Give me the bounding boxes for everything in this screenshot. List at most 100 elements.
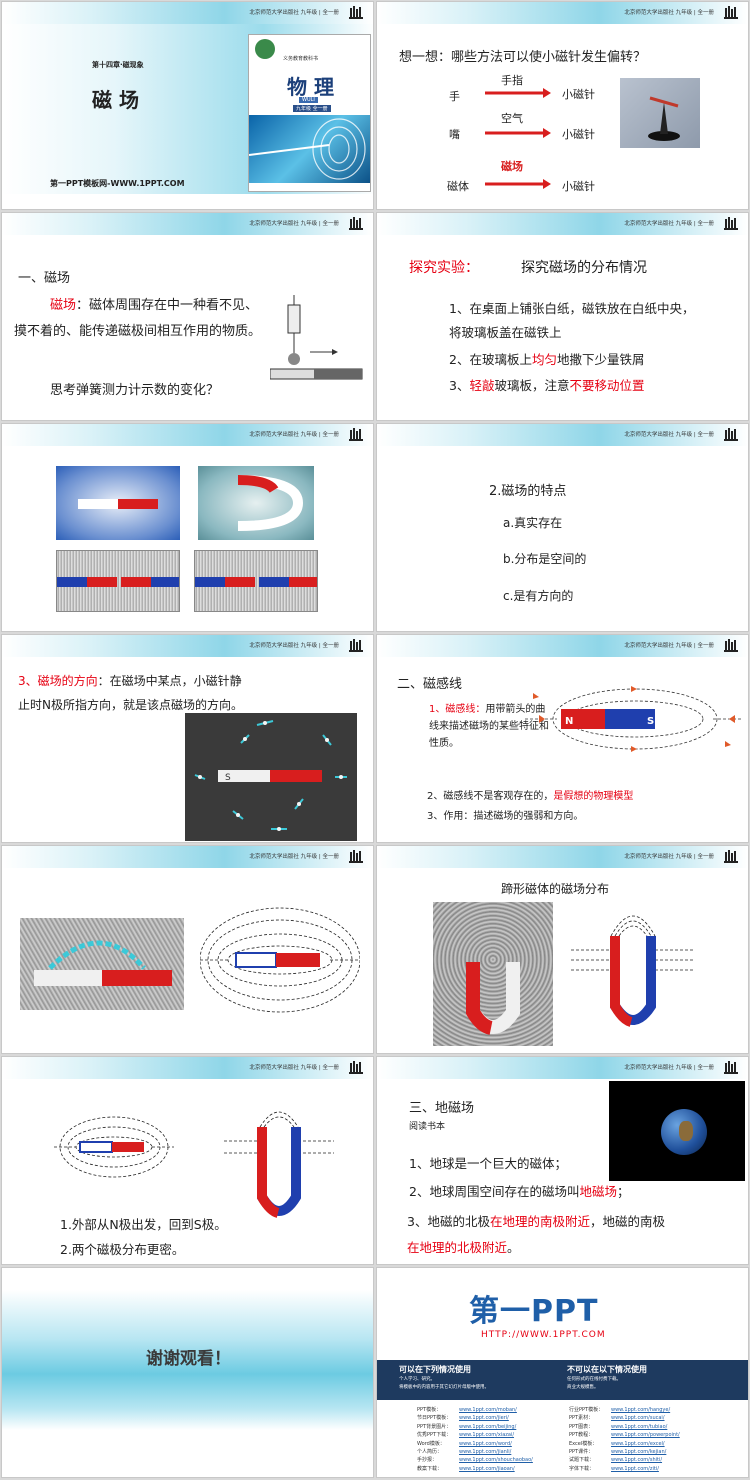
link-url[interactable]: www.1ppt.com/tubiao/: [611, 1423, 668, 1430]
publisher-logo-icon: [724, 639, 738, 652]
experiment-topic: 探究磁场的分布情况: [521, 260, 647, 276]
slide-2-think[interactable]: 北京师范大学出版社 九年级 | 全一册 想一想：哪些方法可以使小磁针发生偏转？ …: [376, 1, 749, 210]
step-3-emphasis-1: 轻敲: [469, 378, 495, 393]
summary-point-1: 1.外部从N极出发，回到S极。: [60, 1217, 227, 1232]
usage-band: 可以在下列情况使用 个人学习、研究。 将模板中的内容用于其它幻灯片母版中使用。 …: [377, 1360, 748, 1400]
link-row: PPT教程： www.1ppt.com/powerpoint/: [569, 1431, 680, 1439]
slide-6-characteristics[interactable]: 北京师范大学出版社 九年级 | 全一册 2.磁场的特点 a.真实存在 b.分布是…: [376, 423, 749, 632]
slide-1-title[interactable]: 北京师范大学出版社 九年级 | 全一册 第十四章·磁现象 磁 场 第一PPT模板…: [1, 1, 374, 210]
book-name: 物 理: [287, 75, 334, 99]
definition-paragraph: 磁场：磁体周围存在中一种看不见、摸不着的、能传递磁极间相互作用的物质。: [14, 293, 269, 345]
site-footer: 第一PPT模板网-WWW.1PPT.COM: [50, 179, 185, 188]
link-url[interactable]: www.1ppt.com/shouchaobao/: [459, 1457, 533, 1464]
link-url[interactable]: www.1ppt.com/word/: [459, 1440, 512, 1447]
textbook-cover-image: 义务教育教科书 物 理 WULI 九年级 全一册: [248, 34, 371, 192]
link-label: 手抄报：: [417, 1457, 438, 1464]
link-url[interactable]: www.1ppt.com/kejian/: [611, 1449, 667, 1456]
link-row: 手抄报： www.1ppt.com/shouchaobao/: [417, 1456, 533, 1464]
geomagnetic-point-1: 1、地球是一个巨大的磁体；: [409, 1156, 567, 1171]
slide-header: 北京师范大学出版社 九年级 | 全一册: [377, 424, 748, 446]
slide-4-experiment[interactable]: 北京师范大学出版社 九年级 | 全一册 探究实验： 探究磁场的分布情况 1、在桌…: [376, 212, 749, 421]
horseshoe-field-lines-diagram: [224, 1111, 334, 1218]
link-url[interactable]: www.1ppt.com/excel/: [611, 1440, 665, 1447]
publisher-logo-icon: [349, 850, 363, 863]
link-row: PPT素材：www.1ppt.com/sucai/: [569, 1414, 680, 1422]
step-3-part-c: 玻璃板，注意: [494, 378, 570, 393]
link-url[interactable]: www.1ppt.com/moban/: [459, 1407, 517, 1413]
slide-header: 北京师范大学出版社 九年级 | 全一册: [377, 635, 748, 657]
link-url[interactable]: www.1ppt.com/beijing/: [459, 1423, 517, 1430]
row-1-arrow-text: 手指: [501, 74, 523, 87]
slide-9-bar-magnet-field[interactable]: 北京师范大学出版社 九年级 | 全一册: [1, 845, 374, 1054]
magnet-n-label: N: [565, 716, 573, 727]
step-3: 3、轻敲玻璃板，注意不要移动位置: [449, 375, 645, 394]
point-2-part-c: ；: [616, 1184, 630, 1199]
publisher-text: 北京师范大学出版社 九年级 | 全一册: [624, 432, 714, 438]
cannot-use-title: 不可以在以下情况使用: [567, 1365, 647, 1374]
link-url[interactable]: www.1ppt.com/jieri/: [459, 1415, 509, 1422]
point-c: c.是有方向的: [503, 589, 574, 603]
publisher-text: 北京师范大学出版社 九年级 | 全一册: [624, 643, 714, 649]
book-pinyin: WULI: [299, 97, 318, 103]
site-url[interactable]: HTTP://WWW.1PPT.COM: [481, 1330, 606, 1340]
link-label: 字体下载：: [569, 1465, 595, 1472]
field-lines-point-2: 2、磁感线不是客观存在的，是假想的物理模型: [427, 787, 633, 802]
bar-magnet-field-lines-diagram: [54, 1116, 174, 1178]
link-url[interactable]: www.1ppt.com/xiazai/: [459, 1432, 515, 1439]
slide-3-magnetic-field[interactable]: 北京师范大学出版社 九年级 | 全一册 一、磁场 磁场：磁体周围存在中一种看不见…: [1, 212, 374, 421]
slide-header: 北京师范大学出版社 九年级 | 全一册: [2, 1057, 373, 1079]
slide-header: 北京师范大学出版社 九年级 | 全一册: [2, 846, 373, 868]
magnet-s-label: S: [647, 716, 654, 727]
geomagnetic-point-2: 2、地球周围空间存在的磁场叫地磁场；: [409, 1181, 630, 1200]
slide-header: 北京师范大学出版社 九年级 | 全一册: [2, 213, 373, 235]
slide-5-iron-filings-photos[interactable]: 北京师范大学出版社 九年级 | 全一册: [1, 423, 374, 632]
link-label: 优秀PPT下载：: [417, 1432, 452, 1439]
term-magnetic-field: 磁场: [50, 298, 77, 313]
bar-magnet-compass-arc-photo: [20, 918, 184, 1010]
link-row: PPT图表：www.1ppt.com/tubiao/: [569, 1423, 680, 1431]
link-url[interactable]: www.1ppt.com/ziti/: [611, 1465, 659, 1472]
link-label: PPT教程：: [569, 1432, 594, 1439]
slide-8-field-lines[interactable]: 北京师范大学出版社 九年级 | 全一册 二、磁感线 1、磁感线：用带箭头的曲线来…: [376, 634, 749, 843]
slide-10-horseshoe-field[interactable]: 北京师范大学出版社 九年级 | 全一册 蹄形磁体的磁场分布: [376, 845, 749, 1054]
opposite-poles-filings-photo: [56, 550, 180, 612]
link-url[interactable]: www.1ppt.com/hangye/: [611, 1407, 671, 1413]
chapter-label: 第十四章·磁现象: [92, 61, 144, 69]
row-3-arrow-icon: [485, 179, 551, 189]
publisher-text: 北京师范大学出版社 九年级 | 全一册: [624, 854, 714, 860]
link-url[interactable]: www.1ppt.com/powerpoint/: [611, 1432, 680, 1439]
publisher-logo-icon: [724, 217, 738, 230]
slide-12-geomagnetic[interactable]: 北京师范大学出版社 九年级 | 全一册 三、地磁场 阅读书本 1、地球是一个巨大…: [376, 1056, 749, 1265]
question-text: 想一想：哪些方法可以使小磁针发生偏转？: [399, 50, 647, 65]
slide-11-summary[interactable]: 北京师范大学出版社 九年级 | 全一册 1.外部从N极出发，回到S极。 2.两个…: [1, 1056, 374, 1265]
link-url[interactable]: www.1ppt.com/jianli/: [459, 1449, 512, 1456]
link-row: Excel模板：www.1ppt.com/excel/: [569, 1440, 680, 1448]
row-1-label: 手: [449, 90, 460, 103]
point-3-part-c: ，地磁的南极: [589, 1214, 665, 1229]
row-1-target: 小磁针: [562, 88, 595, 101]
link-url[interactable]: www.1ppt.com/sucai/: [611, 1415, 665, 1422]
slide-7-field-direction[interactable]: 北京师范大学出版社 九年级 | 全一册 3、磁场的方向：在磁场中某点，小磁针静止…: [1, 634, 374, 843]
point-b: b.分布是空间的: [503, 552, 587, 566]
characteristics-title: 2.磁场的特点: [489, 484, 567, 499]
link-label: Word模板：: [417, 1440, 445, 1447]
link-row: PPT模板：www.1ppt.com/moban/: [417, 1406, 533, 1414]
link-label: 个人简历：: [417, 1449, 443, 1456]
step-2-part-c: 地撒下少量铁屑: [556, 352, 645, 367]
field-lines-point-3: 3、作用：描述磁场的强弱和方向。: [427, 811, 584, 822]
slide-header: 北京师范大学出版社 九年级 | 全一册: [2, 424, 373, 446]
book-grade: 九年级 全一册: [293, 105, 331, 112]
can-use-2: 将模板中的内容用于其它幻灯片母版中使用。: [399, 1385, 489, 1390]
experiment-label: 探究实验：: [409, 260, 479, 276]
slide-header: 北京师范大学出版社 九年级 | 全一册: [377, 846, 748, 868]
point-3-emphasis-2: 在地理的北极附近: [407, 1240, 508, 1255]
link-url[interactable]: www.1ppt.com/shiti/: [611, 1457, 663, 1464]
compass-around-magnet-photo: S: [185, 713, 357, 841]
link-url[interactable]: www.1ppt.com/jiaoan/: [459, 1465, 515, 1472]
cannot-use-1: 任何形式的在线付费下载。: [567, 1377, 621, 1382]
slide-13-thanks[interactable]: 谢谢观看！: [1, 1267, 374, 1478]
definition-term: 1、磁感线：: [429, 704, 486, 715]
link-label: 行业PPT模板：: [569, 1407, 604, 1413]
step-1: 1、在桌面上铺张白纸，磁铁放在白纸中央，将玻璃板盖在磁铁上: [449, 301, 695, 340]
slide-14-site-info[interactable]: 第一PPT HTTP://WWW.1PPT.COM 可以在下列情况使用 个人学习…: [376, 1267, 749, 1478]
